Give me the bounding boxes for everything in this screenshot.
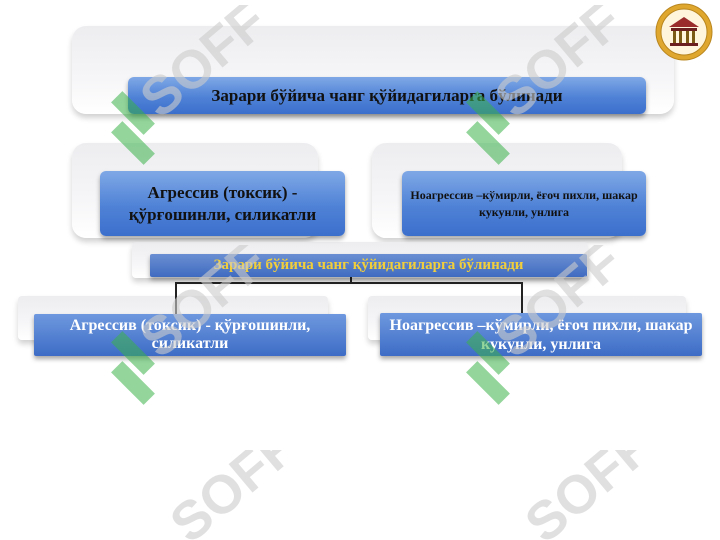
top-left-box-aggressive: Агрессив (токсик) - қўрғошинли, силикатл…: [100, 171, 345, 236]
connector-vertical: [350, 277, 352, 283]
soff-watermark: SOFF: [170, 450, 308, 540]
connector-horizontal: [175, 282, 523, 284]
bottom-left-box-aggressive: Агрессив (токсик) - қўрғошинли, силикатл…: [34, 314, 346, 356]
bottom-right-box-non-aggressive: Ноагрессив –кўмирли, ёғоч пихли, шакар к…: [380, 313, 702, 356]
top-title-box: Зарари бўйича чанг қўйидагиларга бўлинад…: [128, 77, 646, 114]
top-right-box-non-aggressive: Ноагрессив –кўмирли, ёғоч пихли, шакар к…: [402, 171, 646, 236]
bottom-title-box: Зарари бўйича чанг қўйидагиларга бўлинад…: [150, 254, 587, 277]
connector-left-drop: [175, 282, 177, 314]
connector-right-drop: [521, 282, 523, 313]
svg-text:SOFF: SOFF: [525, 450, 663, 540]
svg-text:SOFF: SOFF: [170, 450, 308, 540]
soff-watermark: SOFF: [525, 450, 663, 540]
university-emblem-icon: [655, 3, 713, 61]
